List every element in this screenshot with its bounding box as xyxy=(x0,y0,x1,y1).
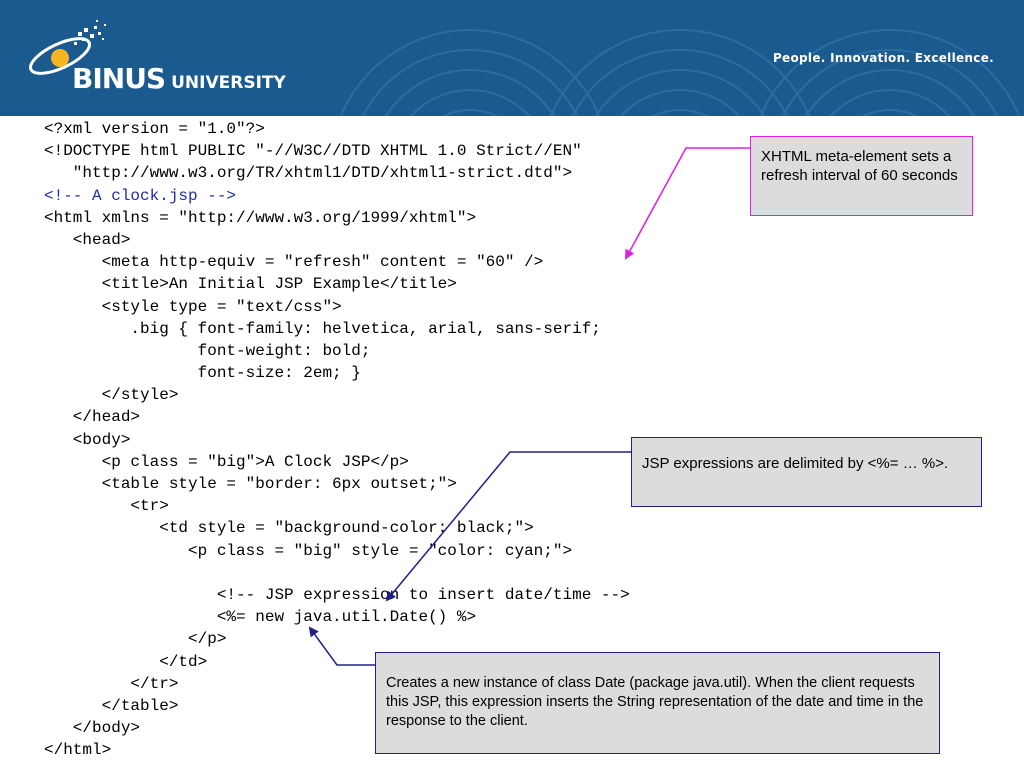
arrow-refresh xyxy=(625,147,750,260)
code-line: </tr> xyxy=(44,674,179,693)
code-line: </style> xyxy=(44,386,179,405)
code-line: <meta http-equiv = "refresh" content = "… xyxy=(44,253,544,272)
code-line: font-weight: bold; xyxy=(44,341,371,360)
code-line: <!-- A clock.jsp --> xyxy=(44,186,237,205)
logo-brand: BINUS xyxy=(72,62,166,95)
code-line xyxy=(44,562,630,584)
wave-pattern xyxy=(339,29,1021,116)
callout-refresh: XHTML meta-element sets a refresh interv… xyxy=(750,136,973,216)
code-line: <p class = "big" style = "color: cyan;"> xyxy=(44,541,573,560)
code-line: <table style = "border: 6px outset;"> xyxy=(44,475,457,493)
callout-expression: JSP expressions are delimited by <%= … %… xyxy=(631,437,982,507)
code-line: <style type = "text/css"> xyxy=(44,297,342,316)
code-line: "http://www.w3.org/TR/xhtml1/DTD/xhtml1-… xyxy=(44,164,573,183)
code-line: </head> xyxy=(44,408,141,427)
code-line: </table> xyxy=(44,696,179,715)
code-line: </html> xyxy=(44,741,112,760)
code-line: </body> xyxy=(44,719,141,738)
code-line: </p> xyxy=(44,630,227,649)
code-line: <p class = "big">A Clock JSP</p> xyxy=(44,452,409,471)
callout-date: Creates a new instance of class Date (pa… xyxy=(375,652,940,754)
code-line: <%= new java.util.Date() %> xyxy=(44,608,477,627)
code-line: </td> xyxy=(44,652,208,671)
code-line: <tr> xyxy=(44,497,169,516)
code-line: <html xmlns = "http://www.w3.org/1999/xh… xyxy=(44,208,477,227)
code-line: <body> xyxy=(44,430,131,449)
code-line: <td style = "background-color: black;"> xyxy=(44,519,534,538)
tagline: People. Innovation. Excellence. xyxy=(772,51,994,65)
logo-mark-icon xyxy=(29,20,106,75)
code-line: .big { font-family: helvetica, arial, sa… xyxy=(44,319,601,338)
code-line: <!DOCTYPE html PUBLIC "-//W3C//DTD XHTML… xyxy=(44,142,582,161)
code-line: <title>An Initial JSP Example</title> xyxy=(44,275,457,294)
code-line: <!-- JSP expression to insert date/time … xyxy=(44,585,630,604)
code-line: font-size: 2em; } xyxy=(44,364,361,383)
logo-suffix: UNIVERSITY xyxy=(171,73,286,93)
code-line: <head> xyxy=(44,230,131,249)
code-line: <?xml version = "1.0"?> xyxy=(44,120,265,138)
